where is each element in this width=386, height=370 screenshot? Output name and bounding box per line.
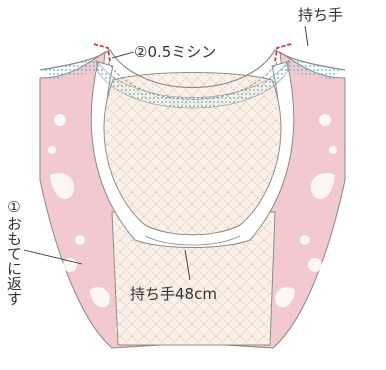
bag-opening <box>39 49 346 88</box>
floral-motif-left <box>48 114 125 335</box>
stitch-line <box>107 61 278 100</box>
leader-stitch <box>111 51 135 59</box>
teal-binding-left <box>44 60 98 80</box>
teal-binding-right <box>287 60 340 80</box>
leader-handle <box>304 25 309 47</box>
label-stitch: ②0.5ミシン <box>134 43 217 61</box>
label-handle-length: 持ち手48cm <box>130 285 217 303</box>
label-turn-right-side-out: ①おもてに返す <box>5 198 23 306</box>
leader-turn <box>23 249 83 265</box>
leader-length <box>184 249 191 281</box>
handle-fold <box>144 235 241 246</box>
floral-motif-right <box>260 114 337 335</box>
label-handle: 持ち手 <box>298 6 344 24</box>
red-stitch-marks <box>93 43 292 63</box>
